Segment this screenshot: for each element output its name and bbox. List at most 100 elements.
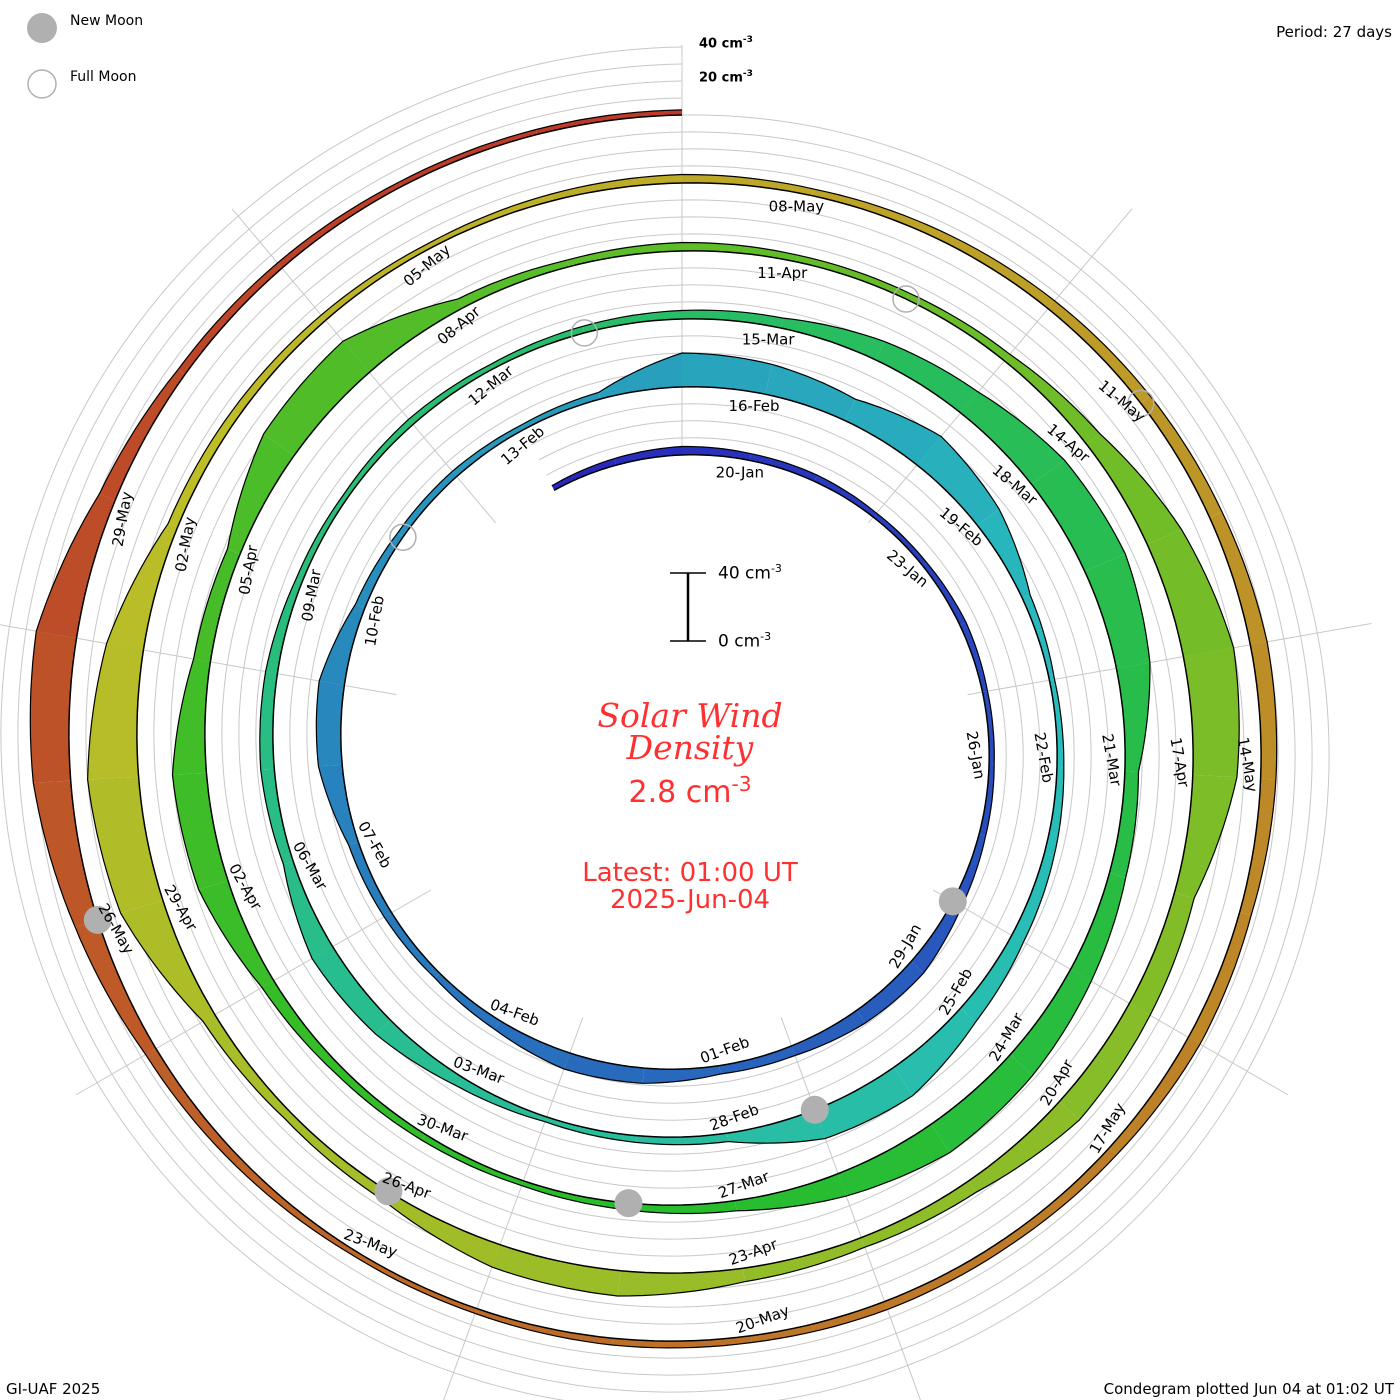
density-area-day <box>318 764 359 845</box>
density-area-day <box>1086 433 1182 545</box>
density-area-day <box>1109 1037 1201 1155</box>
full-moon-legend-icon <box>27 69 57 99</box>
density-area-day <box>384 912 440 979</box>
radial-grid-line <box>75 889 432 1096</box>
density-area-day <box>614 446 682 466</box>
density-area-day <box>1116 662 1150 772</box>
density-area-day <box>475 1308 613 1345</box>
chart-title: Solar Wind Density <box>535 699 845 767</box>
density-area-day <box>1183 647 1239 778</box>
radial-grid-line <box>932 889 1289 1096</box>
density-area-day <box>172 658 211 775</box>
density-area-day <box>316 681 345 767</box>
density-area-day <box>814 475 877 518</box>
density-area-day <box>917 436 1000 526</box>
density-area-day <box>285 1113 389 1200</box>
density-area-day <box>960 392 1065 485</box>
density-area-day <box>749 453 818 482</box>
density-area-day <box>564 1053 645 1084</box>
density-area-day <box>397 471 457 538</box>
density-area-day <box>551 458 616 491</box>
period-label: Period: 27 days <box>1276 23 1392 41</box>
new-moon-icon <box>614 1189 643 1218</box>
date-label: 20-Jan <box>716 463 764 481</box>
title-line-2: Density <box>626 728 754 767</box>
density-area-day <box>283 861 333 959</box>
density-area-day <box>931 1054 1033 1153</box>
density-area-day <box>952 834 986 907</box>
density-area-day <box>452 425 524 477</box>
density-area-day <box>936 230 1055 309</box>
density-area-day <box>1004 354 1100 444</box>
density-area-day <box>33 780 98 927</box>
density-area-day <box>198 880 274 988</box>
density-area-day <box>260 768 294 865</box>
density-area-day <box>1070 873 1126 982</box>
radial-grid-line <box>443 1017 584 1400</box>
density-area-day <box>735 1173 847 1211</box>
legend-new-moon: New Moon <box>70 13 144 29</box>
latest-date: 2025-Jun-04 <box>609 885 771 915</box>
density-area-day <box>494 1021 570 1069</box>
density-area-day <box>856 961 924 1024</box>
radial-grid-line <box>780 1017 921 1400</box>
density-area-day <box>922 562 967 626</box>
density-area-day <box>265 578 303 674</box>
baseline-spiral <box>68 114 1262 1342</box>
legend-full-moon: Full Moon <box>70 69 137 85</box>
density-area-day <box>893 1008 976 1096</box>
density-area-day <box>844 399 941 465</box>
density-line <box>29 109 1278 1349</box>
density-area-day <box>263 341 370 456</box>
density-area-day <box>382 1191 501 1268</box>
full-moon-icon <box>1127 389 1155 418</box>
density-area-day <box>1031 460 1126 572</box>
density-area-day <box>682 242 799 262</box>
density-area-day <box>1250 641 1277 780</box>
date-label: 26-Jan <box>963 730 989 781</box>
date-label: 08-May <box>769 197 825 215</box>
density-area-day <box>227 433 294 555</box>
density-area-day <box>765 364 856 421</box>
density-area-day <box>172 772 229 890</box>
latest-time: Latest: 01:00 UT <box>582 858 798 888</box>
density-area-day <box>536 109 682 135</box>
density-area-day <box>203 1014 292 1120</box>
grid-label-20: 20 cm-3 <box>699 69 753 86</box>
density-area-day <box>319 604 365 686</box>
density-area-day <box>262 980 341 1073</box>
density-area-day <box>1059 1003 1151 1120</box>
density-area-day <box>106 523 178 650</box>
density-area-day <box>682 353 773 395</box>
density-area-day <box>567 242 682 267</box>
date-label: 11-Apr <box>757 264 808 282</box>
new-moon-legend-icon <box>27 13 57 43</box>
scale-bottom-label: 0 cm-3 <box>718 630 772 652</box>
full-moon-icon <box>389 523 417 551</box>
density-area-day <box>355 533 403 609</box>
radial-grid-line <box>967 622 1372 696</box>
density-area-day <box>193 548 240 662</box>
density-area-day <box>598 353 682 400</box>
density-area-day <box>977 509 1031 599</box>
density-area-day <box>87 643 144 780</box>
date-label: 22-Feb <box>1030 731 1057 784</box>
density-area-day <box>1147 529 1234 657</box>
density-area-day <box>1239 778 1276 916</box>
density-area-day <box>492 1244 621 1296</box>
density-area-day <box>36 493 116 639</box>
full-moon-icon <box>570 319 599 347</box>
new-moon-icon <box>938 887 967 916</box>
density-area-day <box>1084 553 1150 669</box>
density-area-day <box>719 1045 795 1074</box>
footer-credit: GI-UAF 2025 <box>6 1380 101 1398</box>
grid-spiral <box>34 80 1296 1376</box>
density-area-day <box>1006 1148 1117 1245</box>
density-area-day <box>743 1237 865 1282</box>
density-area-day <box>75 919 156 1055</box>
density-area-day <box>642 1065 721 1084</box>
density-area-day <box>375 1020 464 1087</box>
density-area-day <box>875 341 979 413</box>
density-area-day <box>168 410 240 528</box>
